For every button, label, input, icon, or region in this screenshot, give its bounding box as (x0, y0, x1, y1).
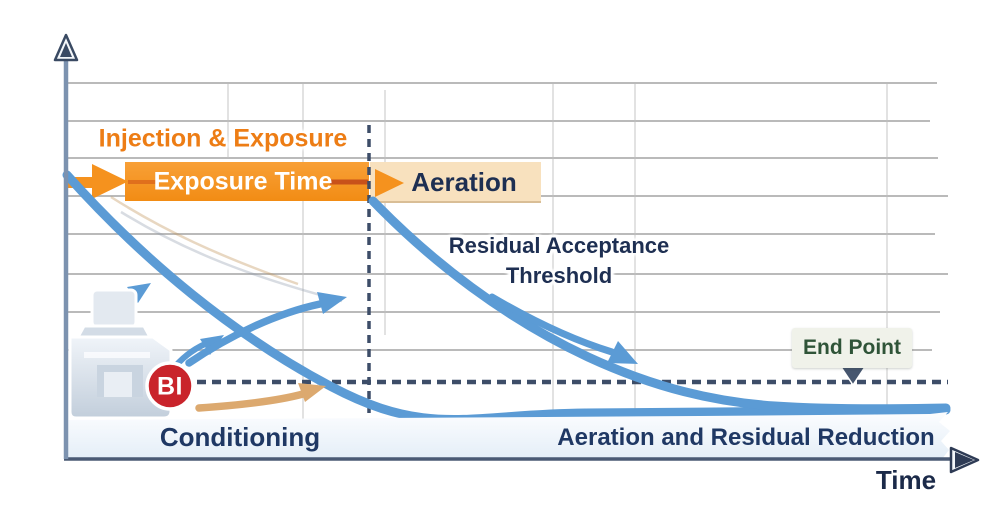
flow-arrow-small-1-head (127, 283, 151, 303)
exposure-time-bar (125, 162, 369, 201)
bottom-phase-band (66, 412, 950, 459)
bi-badge-circle (145, 361, 195, 411)
up-arrow-icon (60, 43, 72, 57)
residual-acceptance-line2: Threshold (505, 263, 613, 288)
residual-acceptance-line1: Residual Acceptance (448, 233, 670, 258)
residual-direction-arrow (488, 293, 616, 356)
flow-arrow-large-head (317, 292, 347, 314)
end-point-callout: End Point (792, 328, 912, 368)
sterilizer-icon (68, 288, 173, 420)
end-point-label: End Point (803, 336, 901, 359)
deco-curve-gray (120, 210, 343, 303)
conditioning-phase-label: Conditioning (159, 422, 321, 453)
injection-exposure-label: Injection & Exposure (98, 124, 348, 153)
exposure-arrow-shaft (66, 177, 96, 188)
aeration-arrow-head (375, 169, 404, 197)
aeration-residual-phase-label: Aeration and Residual Reduction (557, 424, 935, 452)
residual-acceptance-threshold-label: Residual Acceptance Threshold (449, 231, 670, 291)
bi-path-arrow (195, 390, 307, 412)
bi-badge-label: BI (157, 372, 183, 401)
exposure-arrow-head (92, 164, 128, 199)
flow-arrow-large (185, 300, 324, 367)
aeration-decay-curve (368, 196, 951, 414)
exposure-time-label: Exposure Time (153, 167, 333, 196)
deco-curve-tan (110, 195, 299, 286)
bi-path-arrow-head (298, 383, 326, 402)
aeration-label: Aeration (411, 167, 517, 198)
x-axis-time-label: Time (875, 465, 937, 496)
right-arrow-icon (955, 452, 974, 468)
residual-direction-arrow-head (607, 341, 638, 364)
